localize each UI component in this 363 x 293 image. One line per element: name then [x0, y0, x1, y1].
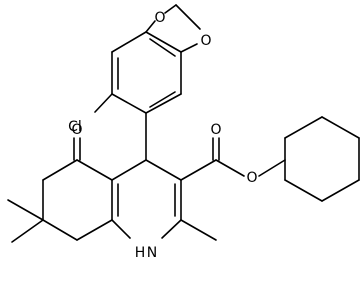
double-bond-inner [149, 91, 176, 108]
bond [321, 116, 360, 139]
double-bond-inner [149, 38, 176, 57]
dioxole-oxygen-right-label: O [200, 33, 211, 49]
ester-oxygen-label: O [246, 170, 257, 186]
bond [76, 159, 113, 181]
bond [161, 219, 182, 239]
bond [180, 43, 198, 53]
bond [321, 179, 360, 202]
bond [145, 20, 156, 33]
bond [111, 31, 147, 53]
bond [284, 179, 323, 202]
bond [258, 159, 286, 177]
bond [175, 4, 201, 30]
bond [111, 219, 131, 239]
bond [180, 159, 217, 181]
chlorine-label: Cl [68, 119, 82, 135]
bond [42, 159, 78, 181]
bond [164, 4, 177, 14]
bond [284, 116, 323, 139]
bond [215, 159, 245, 177]
bond [11, 219, 44, 243]
bond [76, 219, 113, 241]
dioxole-oxygen-top-label: O [154, 10, 165, 26]
bond [42, 219, 78, 241]
bond [111, 159, 147, 181]
atom-labels: O O Cl O O O H N [68, 10, 257, 261]
bond [7, 199, 44, 221]
ketone-oxygen-label: O [71, 122, 82, 138]
bond [180, 219, 217, 241]
bond [94, 93, 113, 113]
ester-carbonyl-oxygen-label: O [210, 122, 221, 138]
bond [145, 159, 182, 181]
bond-lines [7, 4, 360, 243]
amine-nh-label: H N [135, 245, 157, 261]
bond [145, 31, 182, 53]
bond [111, 93, 147, 114]
bond [145, 93, 182, 114]
